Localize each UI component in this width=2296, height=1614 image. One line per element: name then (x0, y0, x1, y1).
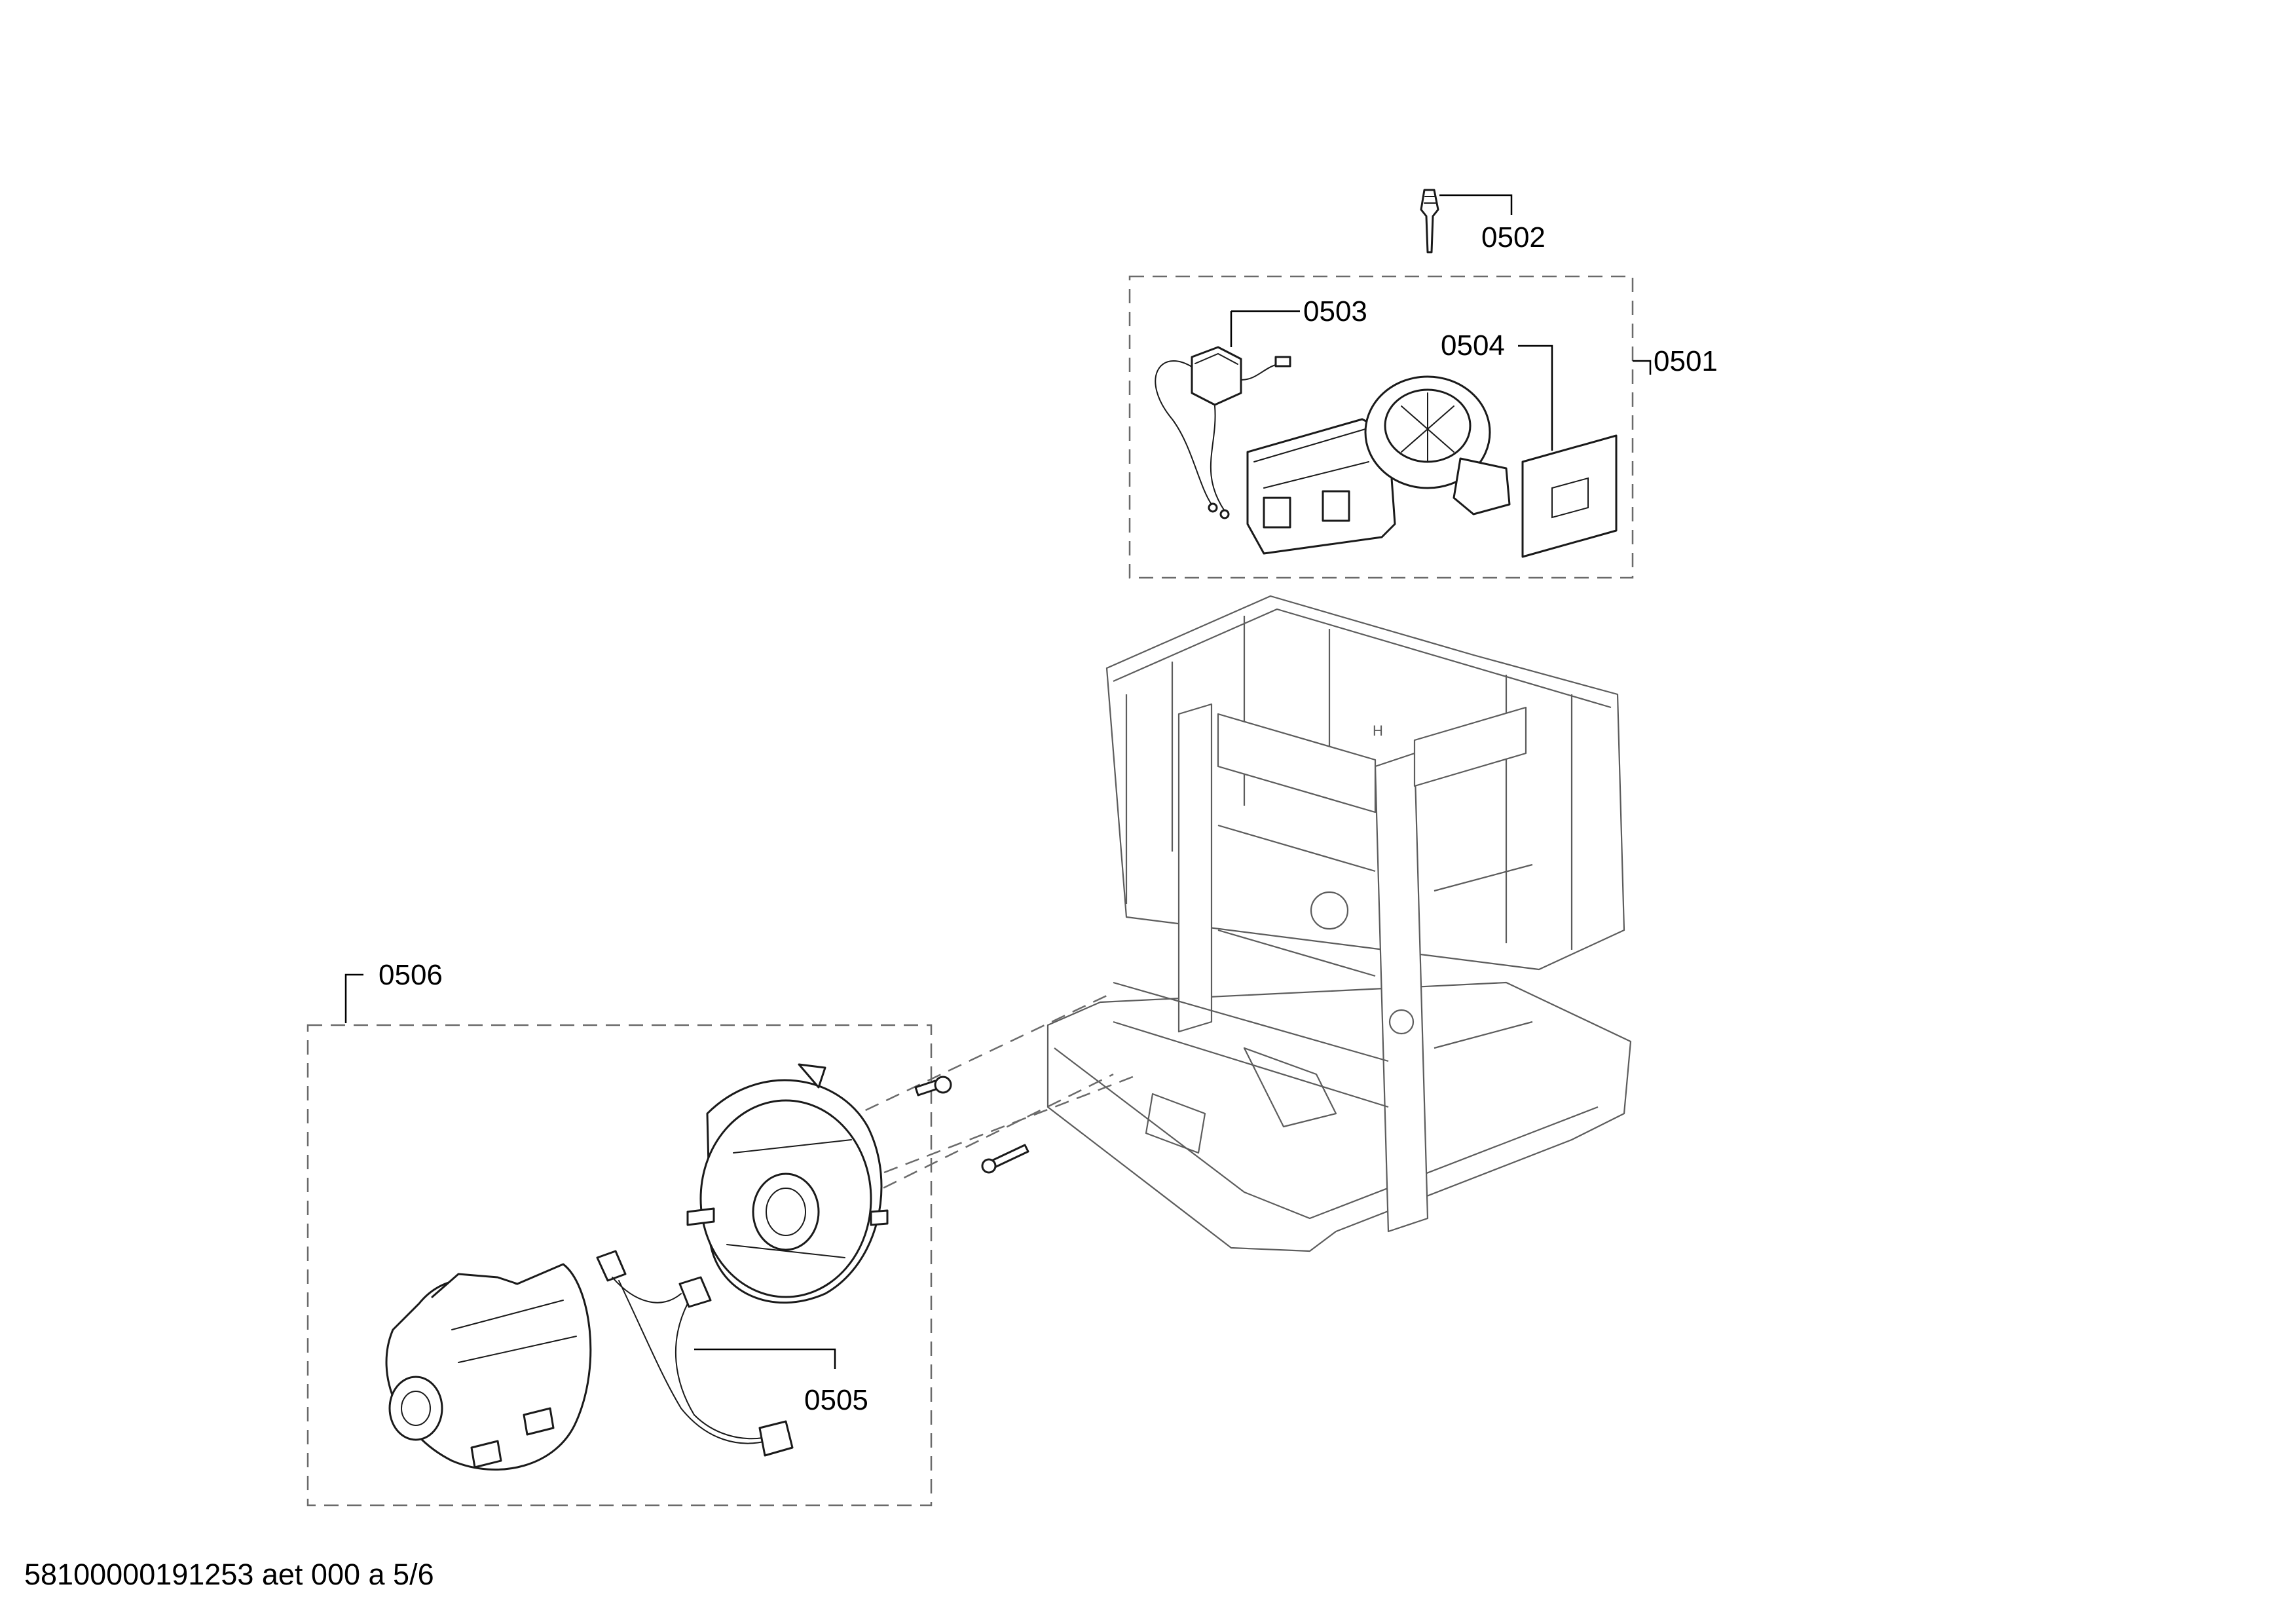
callout-0501: 0501 (1654, 345, 1718, 377)
part-0502-pin (1420, 189, 1439, 253)
callout-0506: 0506 (379, 959, 443, 991)
callout-0502: 0502 (1481, 221, 1546, 253)
callout-0504: 0504 (1441, 329, 1505, 362)
screw-upper (914, 1076, 952, 1097)
part-0503-coil-assembly (1155, 346, 1291, 519)
screw-lower (981, 1144, 1029, 1174)
document-id-footer: 58100000191253 aet 000 a 5/6 (24, 1558, 434, 1591)
callout-0505: 0505 (804, 1384, 868, 1416)
callout-0503: 0503 (1303, 295, 1367, 328)
fan-housing-front (686, 1063, 889, 1304)
group-0506-boundary (306, 1024, 933, 1507)
svg-text:H: H (1373, 723, 1383, 739)
part-0504-drive-mechanism (1246, 375, 1618, 558)
group-0501-boundary (1128, 275, 1634, 579)
appliance-housing-frame: H (1046, 595, 1632, 1252)
part-0505-wiring-harness (596, 1250, 794, 1457)
fan-motor-housing (385, 1263, 592, 1471)
